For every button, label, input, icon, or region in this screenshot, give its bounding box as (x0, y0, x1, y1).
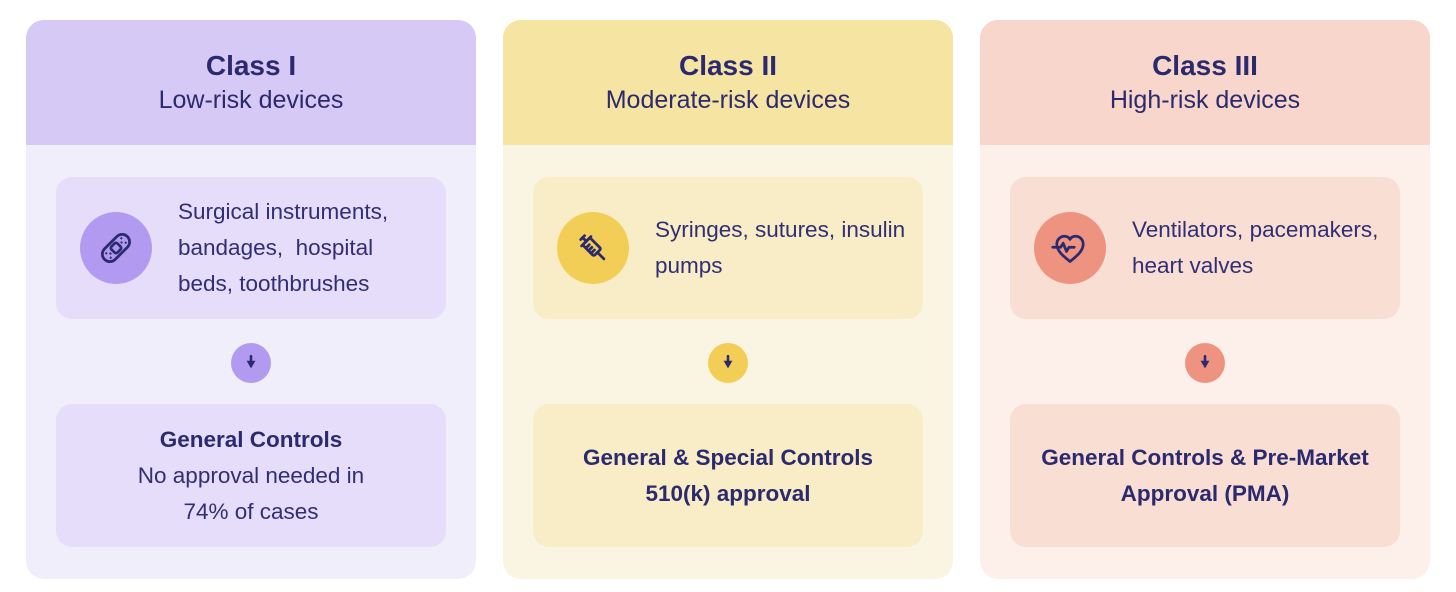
device-examples-tile: Ventilators, pacemakers, heart valves (1010, 177, 1400, 319)
device-examples-tile: Surgical instruments, bandages, hospital… (56, 177, 446, 319)
arrow-down-icon (246, 354, 256, 369)
device-examples-text: Ventilators, pacemakers, heart valves (1132, 217, 1379, 278)
device-examples-text: Syringes, sutures, insulin pumps (655, 217, 906, 278)
device-examples-tile: Syringes, sutures, insulin pumps (533, 177, 923, 319)
class-1-body: Surgical instruments, bandages, hospital… (26, 145, 476, 579)
flow-arrow (231, 343, 271, 383)
arrow-down-icon (1200, 354, 1210, 369)
card-risk-label: Low-risk devices (158, 85, 344, 114)
class-2-header: Class II Moderate-risk devices (503, 20, 953, 145)
card-title: Class I (205, 49, 297, 81)
icon-circle (1034, 212, 1106, 284)
controls-title: General & Special Controls 510(k) approv… (582, 444, 874, 506)
bandage-icon (101, 233, 131, 263)
controls-tile: General Controls No approval needed in 7… (56, 404, 446, 547)
device-examples-text: Surgical instruments, bandages, hospital… (178, 199, 389, 296)
controls-detail: No approval needed in 74% of cases (137, 462, 365, 524)
class-2-card: Class II Moderate-risk devices (503, 20, 953, 579)
class-3-card: Class III High-risk devices Ventilators,… (980, 20, 1430, 579)
class-3-header: Class III High-risk devices (980, 20, 1430, 145)
card-risk-label: High-risk devices (1109, 85, 1301, 114)
controls-title: General Controls & Pre-Market Approval (… (1041, 444, 1369, 506)
controls-tile: General Controls & Pre-Market Approval (… (1010, 404, 1400, 547)
controls-title: General Controls (159, 426, 343, 452)
class-1-card: Class I Low-risk devices (26, 20, 476, 579)
card-risk-label: Moderate-risk devices (605, 85, 851, 114)
class-3-body: Ventilators, pacemakers, heart valves Ge… (980, 145, 1430, 579)
arrow-down-icon (723, 354, 733, 369)
class-2-body: Syringes, sutures, insulin pumps General… (503, 145, 953, 579)
icon-circle (557, 212, 629, 284)
heart-pulse-icon (1051, 234, 1085, 263)
flow-arrow (1185, 343, 1225, 383)
syringe-icon (579, 234, 606, 261)
flow-arrow (708, 343, 748, 383)
card-title: Class II (678, 49, 778, 81)
controls-tile: General & Special Controls 510(k) approv… (533, 404, 923, 547)
class-1-header: Class I Low-risk devices (26, 20, 476, 145)
card-title: Class III (1152, 49, 1258, 81)
icon-circle (80, 212, 152, 284)
